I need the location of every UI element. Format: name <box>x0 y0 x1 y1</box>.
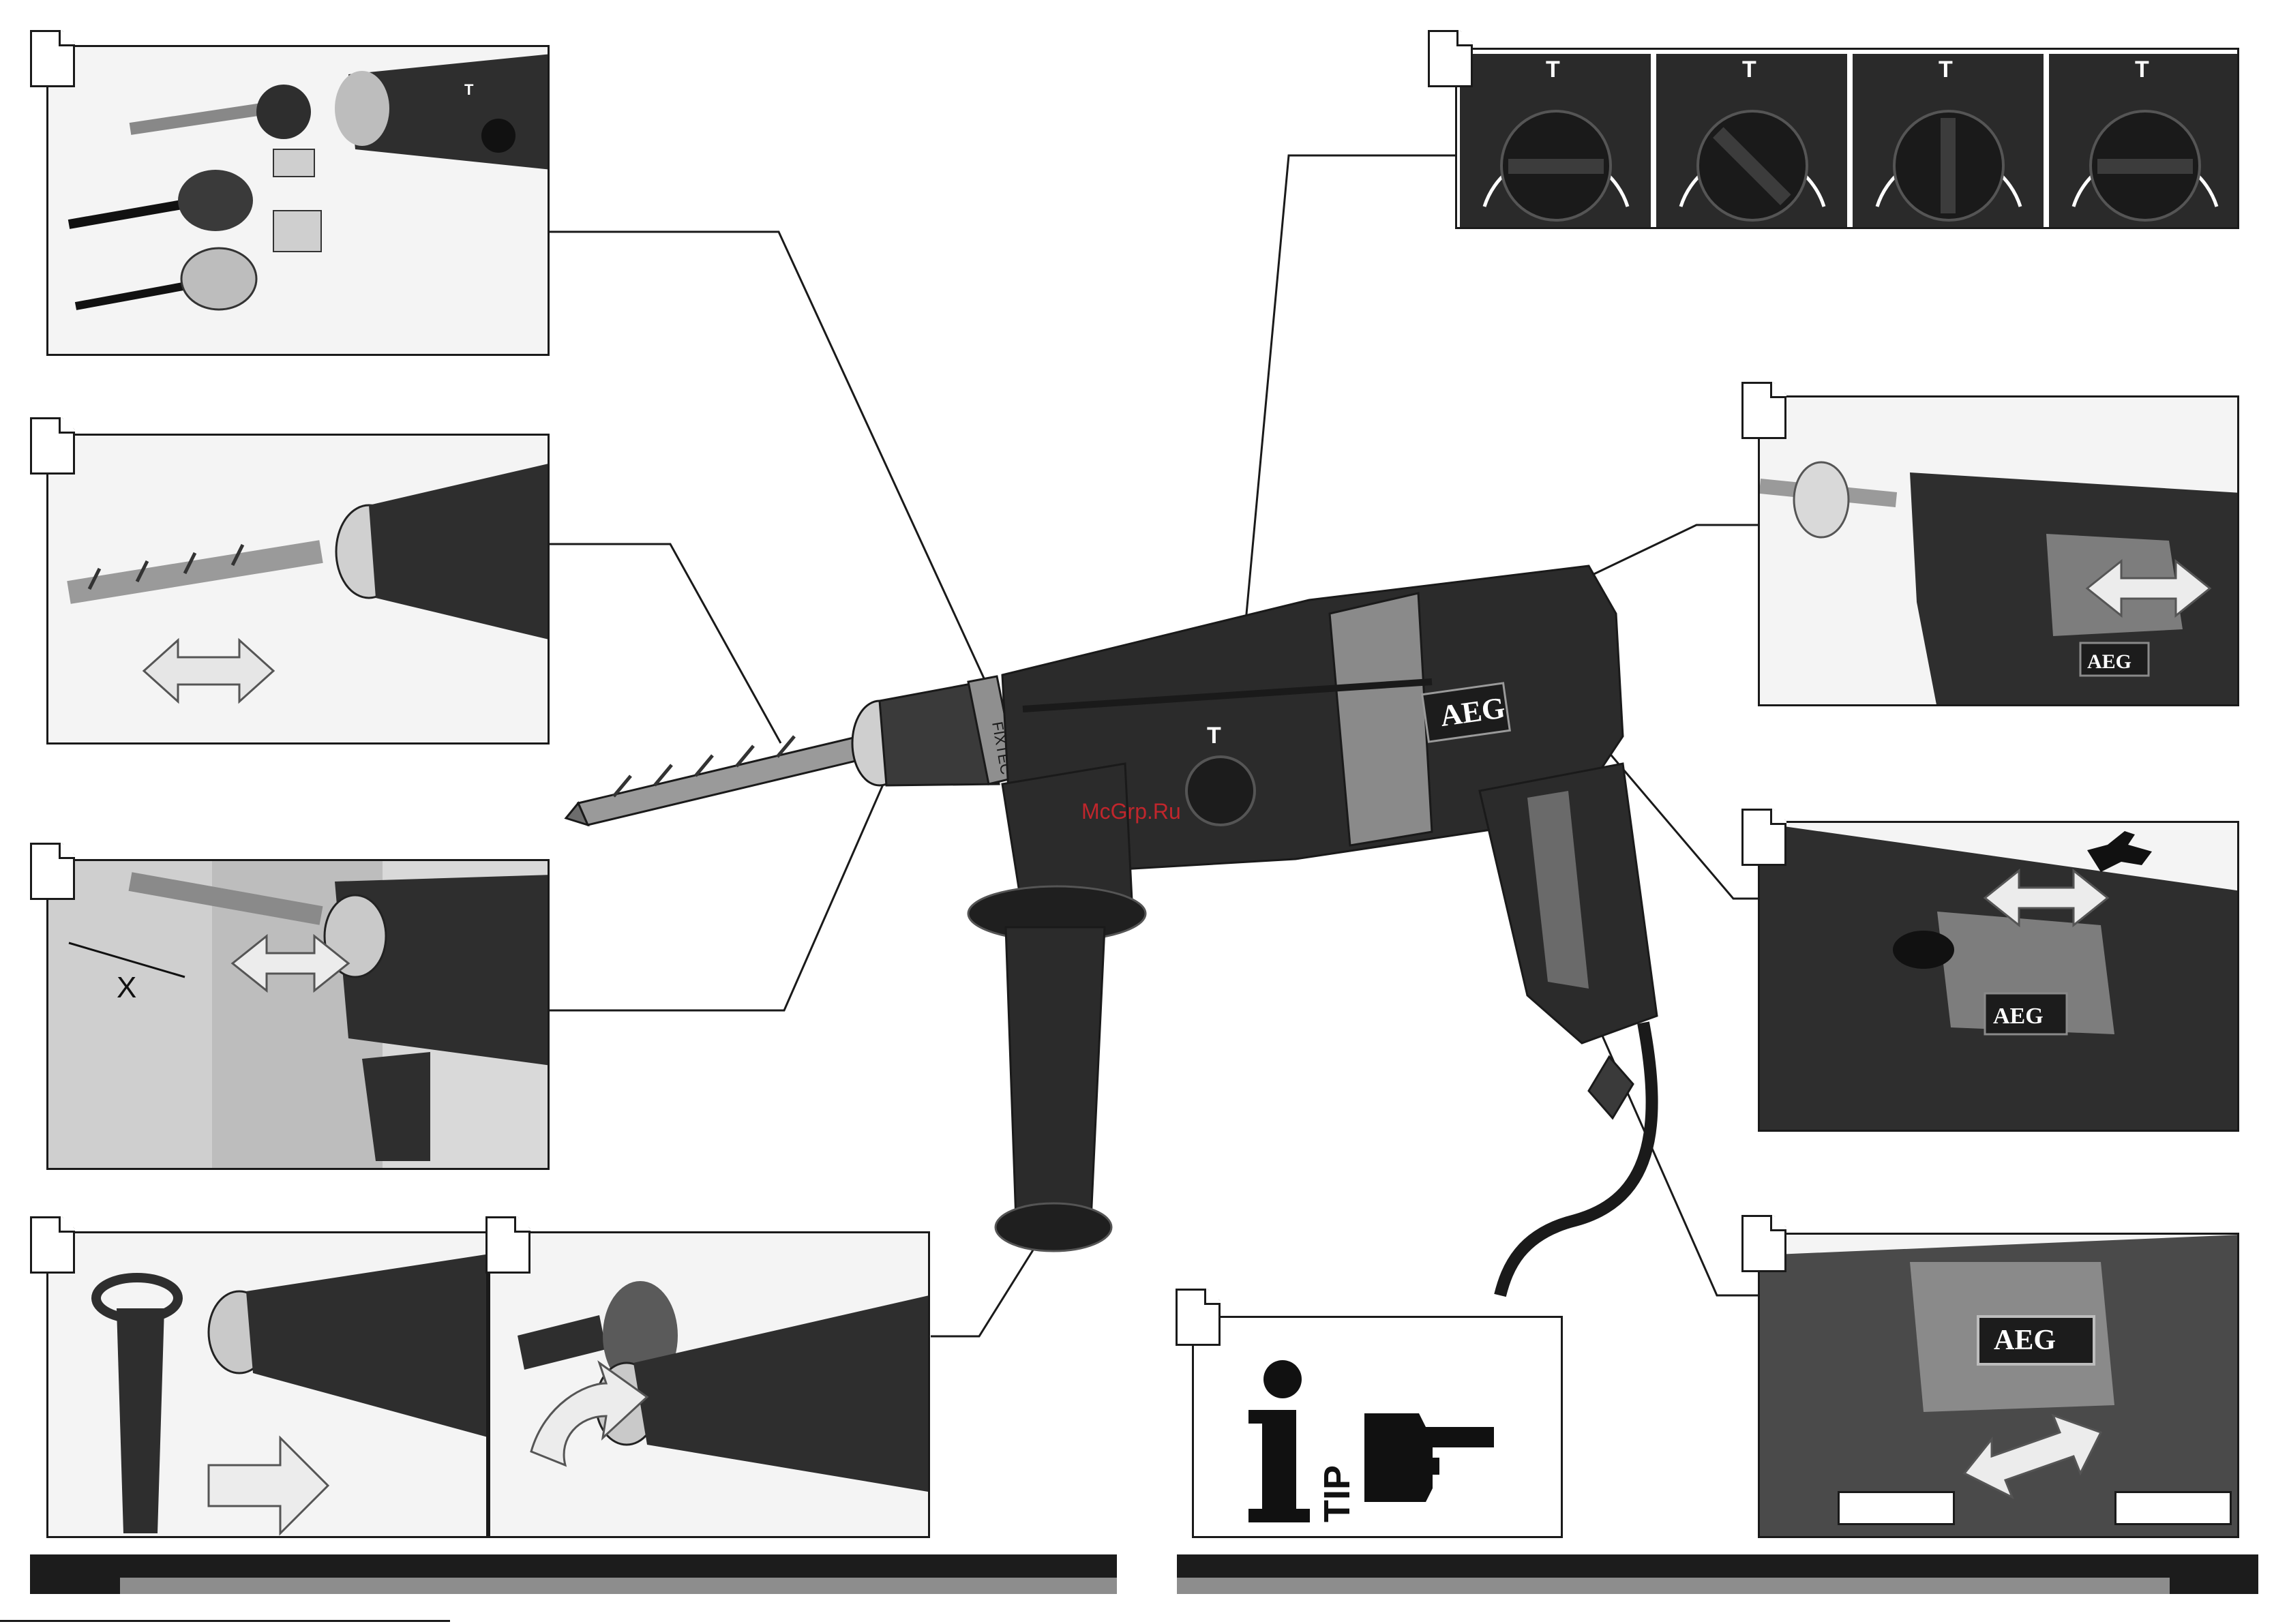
panel-speed-switch: AEG <box>1758 821 2239 1132</box>
panel-bit-chucks: T <box>46 45 550 356</box>
svg-text:T: T <box>1742 57 1756 82</box>
footer-bar-left <box>30 1554 1117 1594</box>
figure-tag-10 <box>1741 1215 1786 1272</box>
depth-stop-illustration: X <box>48 861 550 1170</box>
panel-side-handle-attach <box>46 1231 488 1538</box>
hare-icon <box>2087 831 2152 872</box>
depth-marker-x: X <box>117 971 136 1004</box>
figure-tag-9 <box>1176 1289 1221 1346</box>
panel-tip: TIP <box>1192 1316 1563 1538</box>
panel-a-mode-label: T <box>464 81 474 98</box>
grip-panel-logo: AEG <box>1994 1325 2056 1356</box>
tip-illustration: TIP <box>1194 1318 1563 1538</box>
footer-bar-right <box>1177 1554 2258 1594</box>
figure-tag-7 <box>1741 382 1786 439</box>
selector-position-1: T <box>1460 54 1651 227</box>
pointing-hand-icon <box>1364 1413 1494 1502</box>
insert-bit-illustration <box>48 436 550 745</box>
figure-tag-2 <box>30 417 75 475</box>
figure-tag-4 <box>30 1216 75 1274</box>
side-handle-rotate-illustration <box>490 1233 930 1538</box>
arrow-right-icon <box>209 1438 328 1533</box>
panel-depth-stop: X <box>46 859 550 1170</box>
panel-mode-selector: T T T T <box>1455 48 2239 229</box>
figure-tag-1 <box>30 30 75 87</box>
panel-rotation-switch: AEG <box>1758 395 2239 706</box>
side-handle-attach-illustration <box>48 1233 488 1538</box>
mode-selector-illustration: T T T T <box>1457 50 2239 229</box>
bottom-rule <box>0 1620 450 1622</box>
selector-position-3: T <box>1853 54 2044 227</box>
panel-insert-bit <box>46 434 550 745</box>
tip-label: TIP <box>1317 1465 1358 1522</box>
svg-text:T: T <box>1939 57 1953 82</box>
selector-position-2: T <box>1656 54 1847 227</box>
figure-tag-6 <box>1428 30 1473 87</box>
chuck: FIXTEC <box>852 676 1017 785</box>
selector-position-4: T <box>2049 54 2239 227</box>
side-handle <box>968 764 1146 1251</box>
figure-tag-5 <box>485 1216 530 1274</box>
info-icon <box>1248 1360 1310 1522</box>
speed-panel-logo: AEG <box>1993 1004 2044 1029</box>
double-arrow-icon <box>144 640 273 702</box>
speed-switch-illustration: AEG <box>1760 823 2239 1132</box>
svg-text:T: T <box>2135 57 2149 82</box>
svg-text:T: T <box>1546 57 1560 82</box>
watermark: McGrp.Ru <box>1081 799 1181 824</box>
rotation-panel-logo: AEG <box>2087 650 2131 673</box>
mode-selector-knob <box>1186 757 1255 825</box>
pistol-grip <box>1480 764 1657 1118</box>
panel-side-handle-rotate <box>488 1231 930 1538</box>
figure-tag-3 <box>30 843 75 900</box>
panel-grip: AEG <box>1758 1233 2239 1538</box>
mode-selector-label: T <box>1207 723 1221 749</box>
rotation-switch-illustration: AEG <box>1760 397 2239 706</box>
label-placeholder-right <box>2114 1491 2232 1525</box>
tortoise-icon <box>1893 931 1954 969</box>
label-placeholder-left <box>1838 1491 1955 1525</box>
power-cable <box>1500 1023 1652 1295</box>
bit-chucks-illustration: T <box>48 47 550 356</box>
drill-bit <box>566 736 867 825</box>
figure-tag-8 <box>1741 809 1786 866</box>
